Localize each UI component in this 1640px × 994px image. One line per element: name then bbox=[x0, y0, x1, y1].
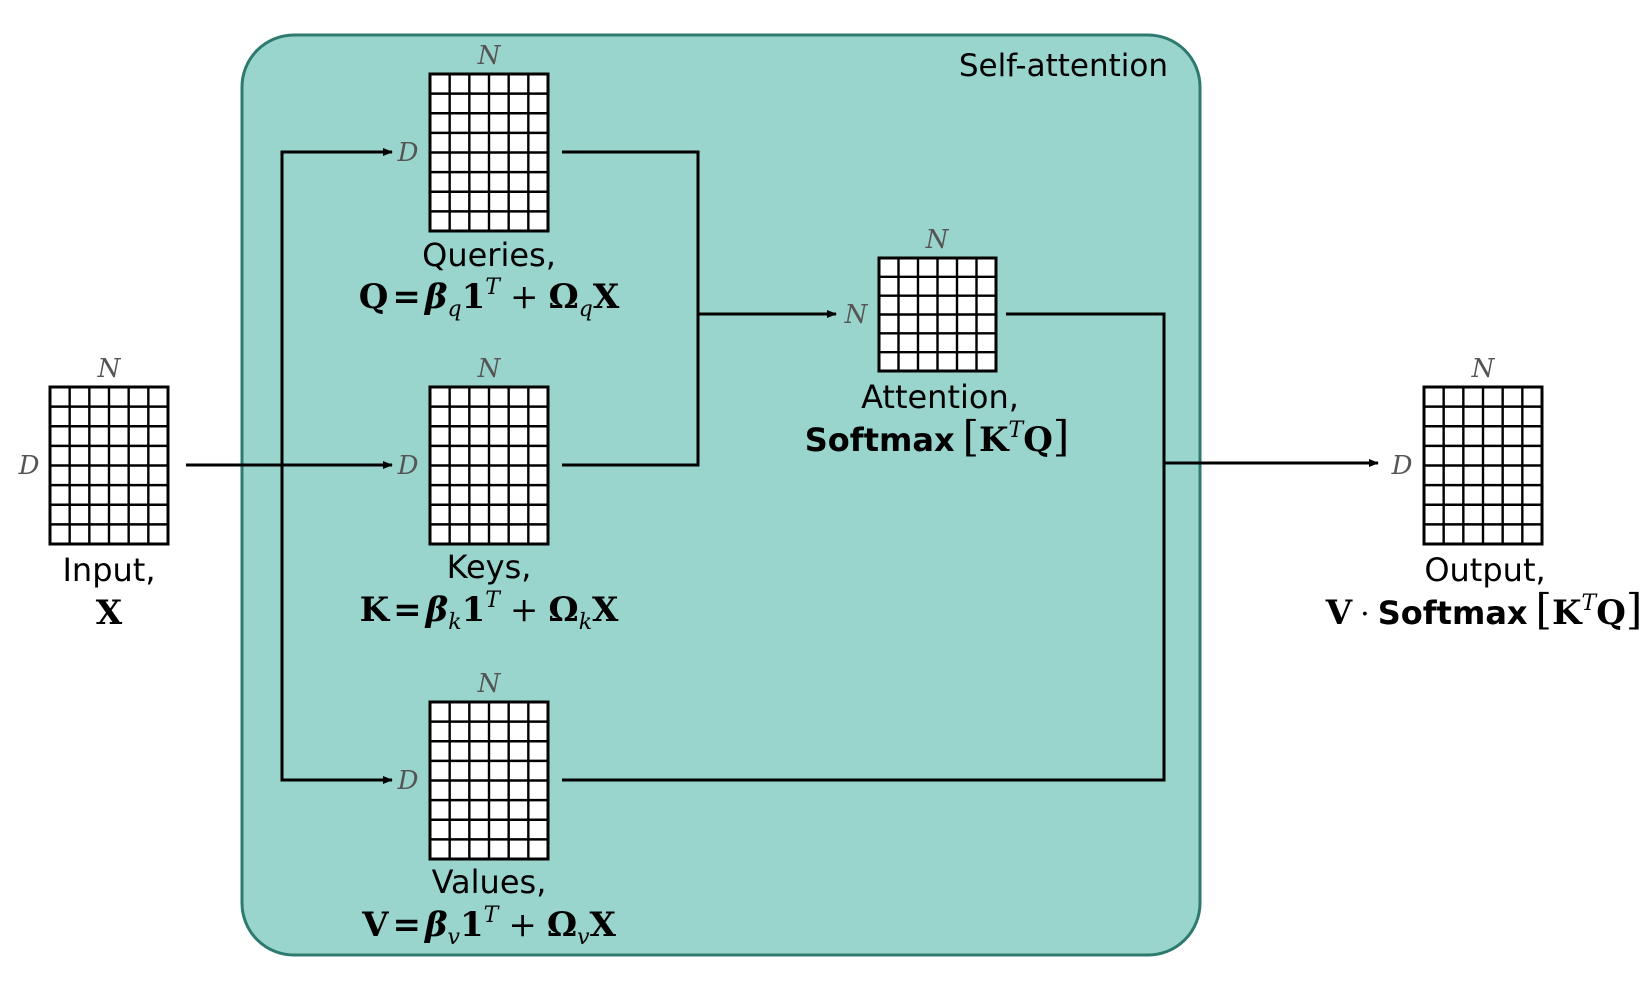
values-equation: V=βv1T+ΩvX bbox=[361, 903, 616, 950]
query-to-attention-wire bbox=[562, 150, 700, 467]
queries-name: Queries, bbox=[422, 236, 556, 274]
attention-equation: Softmax[KTQ] bbox=[805, 412, 1069, 461]
queries-rows-label: D bbox=[397, 138, 419, 168]
attention-cols-label: N bbox=[925, 225, 950, 255]
input-matrix-block: N D Input, X bbox=[18, 354, 170, 633]
output-cols-label: N bbox=[1471, 354, 1496, 384]
input-matrix-grid bbox=[48, 385, 170, 546]
attention-matrix-grid bbox=[877, 256, 998, 373]
values-name: Values, bbox=[432, 863, 547, 901]
keys-equation: K=βk1T+ΩkX bbox=[360, 588, 619, 635]
input-cols-label: N bbox=[97, 354, 122, 384]
queries-matrix-block: N D Queries, Q=βq1T+ΩqX bbox=[359, 41, 620, 322]
keys-cols-label: N bbox=[477, 354, 502, 384]
connection-wires bbox=[186, 148, 1379, 784]
keys-rows-label: D bbox=[397, 451, 419, 481]
values-cols-label: N bbox=[477, 669, 502, 699]
panel-title: Self-attention bbox=[959, 48, 1168, 84]
attention-matrix-block: N N Attention, Softmax[KTQ] bbox=[805, 225, 1069, 461]
values-matrix-block: N D Values, V=βv1T+ΩvX bbox=[361, 669, 616, 950]
queries-equation: Q=βq1T+ΩqX bbox=[359, 275, 620, 322]
keys-matrix-block: N D Keys, K=βk1T+ΩkX bbox=[360, 354, 619, 635]
self-attention-panel bbox=[240, 33, 1202, 957]
input-rows-label: D bbox=[18, 451, 40, 481]
output-matrix-grid bbox=[1422, 385, 1544, 546]
output-rows-label: D bbox=[1391, 451, 1413, 481]
attention-output-wire bbox=[562, 312, 1166, 782]
output-matrix-block: N D Output, V·Softmax[KTQ] bbox=[1325, 354, 1640, 634]
value-branch-wire bbox=[280, 465, 393, 784]
input-name: Input, bbox=[62, 551, 155, 589]
input-symbol: X bbox=[96, 593, 123, 633]
queries-matrix-grid bbox=[428, 72, 550, 233]
queries-cols-label: N bbox=[477, 41, 502, 71]
query-branch-wire bbox=[280, 148, 393, 465]
attention-rows-label: N bbox=[844, 300, 869, 330]
keys-matrix-grid bbox=[428, 385, 550, 546]
values-matrix-grid bbox=[428, 700, 550, 861]
keys-name: Keys, bbox=[447, 548, 532, 586]
attention-name: Attention, bbox=[861, 378, 1019, 416]
output-equation: V·Softmax[KTQ] bbox=[1325, 585, 1640, 634]
output-name: Output, bbox=[1424, 551, 1545, 589]
values-rows-label: D bbox=[397, 766, 419, 796]
